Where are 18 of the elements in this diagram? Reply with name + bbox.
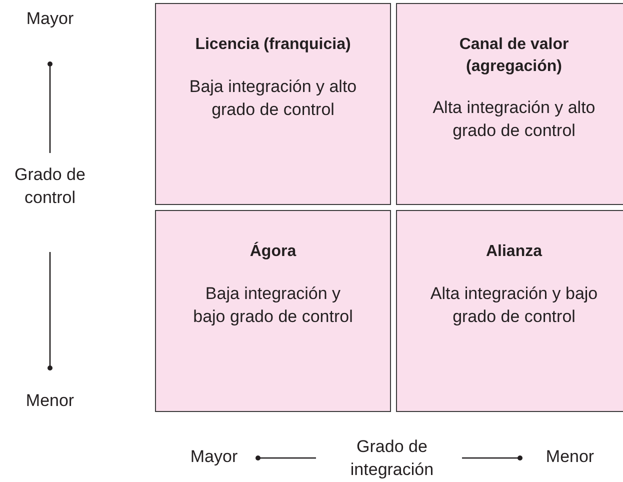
axis-label: Menor xyxy=(24,390,76,412)
quadrant-title: Canal de valor (agregación) xyxy=(458,35,570,77)
quadrant-description: Baja integración y bajo grado de control xyxy=(192,282,354,328)
quadrant-box xyxy=(155,210,391,412)
quadrant-box xyxy=(396,210,623,412)
quadrant-box xyxy=(396,3,623,205)
quadrant-description: Alta integración y alto grado de control xyxy=(432,97,596,142)
quadrant-title: Alianza xyxy=(484,242,544,262)
axis-label: Mayor xyxy=(189,446,239,468)
quadrant-title: Ágora xyxy=(248,241,298,262)
quadrant-title: Licencia (franquicia) xyxy=(194,35,352,55)
axis-label: Grado de integración xyxy=(349,436,435,481)
quadrant-description: Baja integración y alto grado de control xyxy=(188,76,358,121)
quadrant-box xyxy=(155,3,391,205)
axis-label: Mayor xyxy=(25,8,75,30)
quadrant-description: Alta integración y bajo grado de control xyxy=(429,282,599,328)
axis-label: Grado de control xyxy=(14,164,86,209)
axis-label: Menor xyxy=(544,446,596,468)
